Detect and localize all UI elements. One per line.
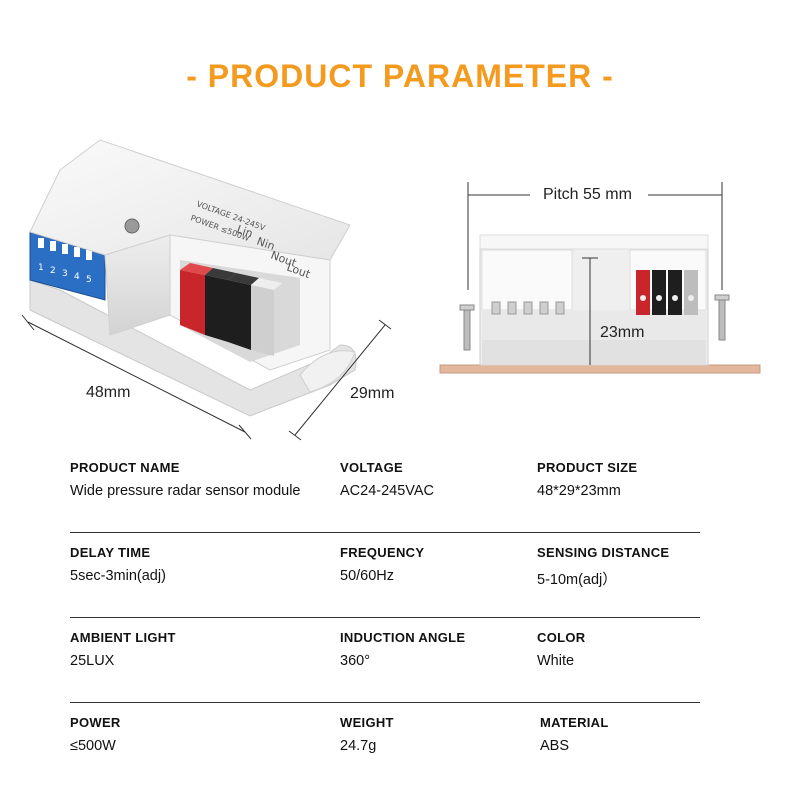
spec-value: Wide pressure radar sensor module <box>70 483 301 499</box>
dimension-length-label: 48mm <box>86 384 131 401</box>
dimension-width-label: 29mm <box>350 385 395 402</box>
spec-value: 50/60Hz <box>340 568 395 584</box>
dimension-pitch-label: Pitch 55 mm <box>543 186 632 203</box>
mounting-surface <box>439 364 761 374</box>
spec-label: POWER <box>70 715 121 730</box>
spec-label: COLOR <box>537 630 586 645</box>
dimension-line-width <box>288 319 392 441</box>
mounting-ear <box>299 350 356 393</box>
spec-label: AMBIENT LIGHT <box>70 630 176 645</box>
product-perspective-illustration: 1 2 3 4 5 POWER ≤500W VOLTAGE 24-245V Li… <box>21 139 392 441</box>
spec-label: FREQUENCY <box>340 545 425 560</box>
dimension-line-pitch <box>467 182 723 290</box>
spec-material: MATERIAL ABS <box>540 715 609 754</box>
spec-value: 360° <box>340 653 370 669</box>
spec-value: 5-10m(adj） <box>537 572 617 588</box>
dip-number: 4 <box>74 272 80 282</box>
spec-label: MATERIAL <box>540 715 609 730</box>
spec-value: 24.7g <box>340 738 377 754</box>
terminal-block <box>180 263 282 356</box>
spec-label: PRODUCT SIZE <box>537 460 638 475</box>
dip-number: 1 <box>38 263 44 273</box>
dip-number: 2 <box>50 266 56 276</box>
dimension-line-height <box>582 257 598 365</box>
adjust-screw <box>124 218 140 234</box>
terminal-block-side <box>636 270 698 315</box>
dip-number: 3 <box>62 269 68 279</box>
page-title: - PRODUCT PARAMETER - <box>186 58 614 94</box>
spec-power: POWER ≤500W <box>70 715 121 754</box>
spec-product-size: PRODUCT SIZE 48*29*23mm <box>537 460 637 499</box>
spec-voltage: VOLTAGE AC24-245VAC <box>340 460 434 499</box>
spec-row: PRODUCT NAME Wide pressure radar sensor … <box>70 448 700 533</box>
terminal-label-lin: Lin <box>235 223 255 241</box>
spec-label: SENSING DISTANCE <box>537 545 670 560</box>
spec-label: PRODUCT NAME <box>70 460 180 475</box>
spec-label: WEIGHT <box>340 715 394 730</box>
spec-product-name: PRODUCT NAME Wide pressure radar sensor … <box>70 460 301 499</box>
spec-row: AMBIENT LIGHT 25LUX INDUCTION ANGLE 360°… <box>70 618 700 703</box>
spec-row: POWER ≤500W WEIGHT 24.7g MATERIAL ABS <box>70 703 700 787</box>
spec-row: DELAY TIME 5sec-3min(adj) FREQUENCY 50/6… <box>70 533 700 618</box>
terminal-label-nin: Nin <box>255 235 277 253</box>
spec-value: AC24-245VAC <box>340 483 435 499</box>
product-side-view-illustration <box>439 182 761 374</box>
dip-number: 5 <box>86 275 92 285</box>
spec-value: ≤500W <box>70 738 116 754</box>
spec-label: DELAY TIME <box>70 545 151 560</box>
spec-color: COLOR White <box>537 630 585 669</box>
spec-label: VOLTAGE <box>340 460 404 475</box>
spec-induction-angle: INDUCTION ANGLE 360° <box>340 630 465 669</box>
dimension-line-length <box>21 314 252 440</box>
spec-value: 5sec-3min(adj) <box>70 568 166 584</box>
spec-weight: WEIGHT 24.7g <box>340 715 394 754</box>
dip-switch-toggles <box>38 238 92 260</box>
dimension-height-label: 23mm <box>600 324 645 341</box>
spec-frequency: FREQUENCY 50/60Hz <box>340 545 424 584</box>
spec-ambient-light: AMBIENT LIGHT 25LUX <box>70 630 176 669</box>
spec-value: White <box>537 653 575 669</box>
spec-table: PRODUCT NAME Wide pressure radar sensor … <box>70 448 700 787</box>
spec-delay-time: DELAY TIME 5sec-3min(adj) <box>70 545 166 584</box>
spec-value: ABS <box>540 738 570 754</box>
spec-sensing-distance: SENSING DISTANCE 5-10m(adj） <box>537 545 669 589</box>
spec-label: INDUCTION ANGLE <box>340 630 466 645</box>
spec-value: 48*29*23mm <box>537 483 621 499</box>
mounting-screw-left <box>459 304 475 351</box>
spec-value: 25LUX <box>70 653 115 669</box>
mounting-screw-right <box>714 294 730 341</box>
